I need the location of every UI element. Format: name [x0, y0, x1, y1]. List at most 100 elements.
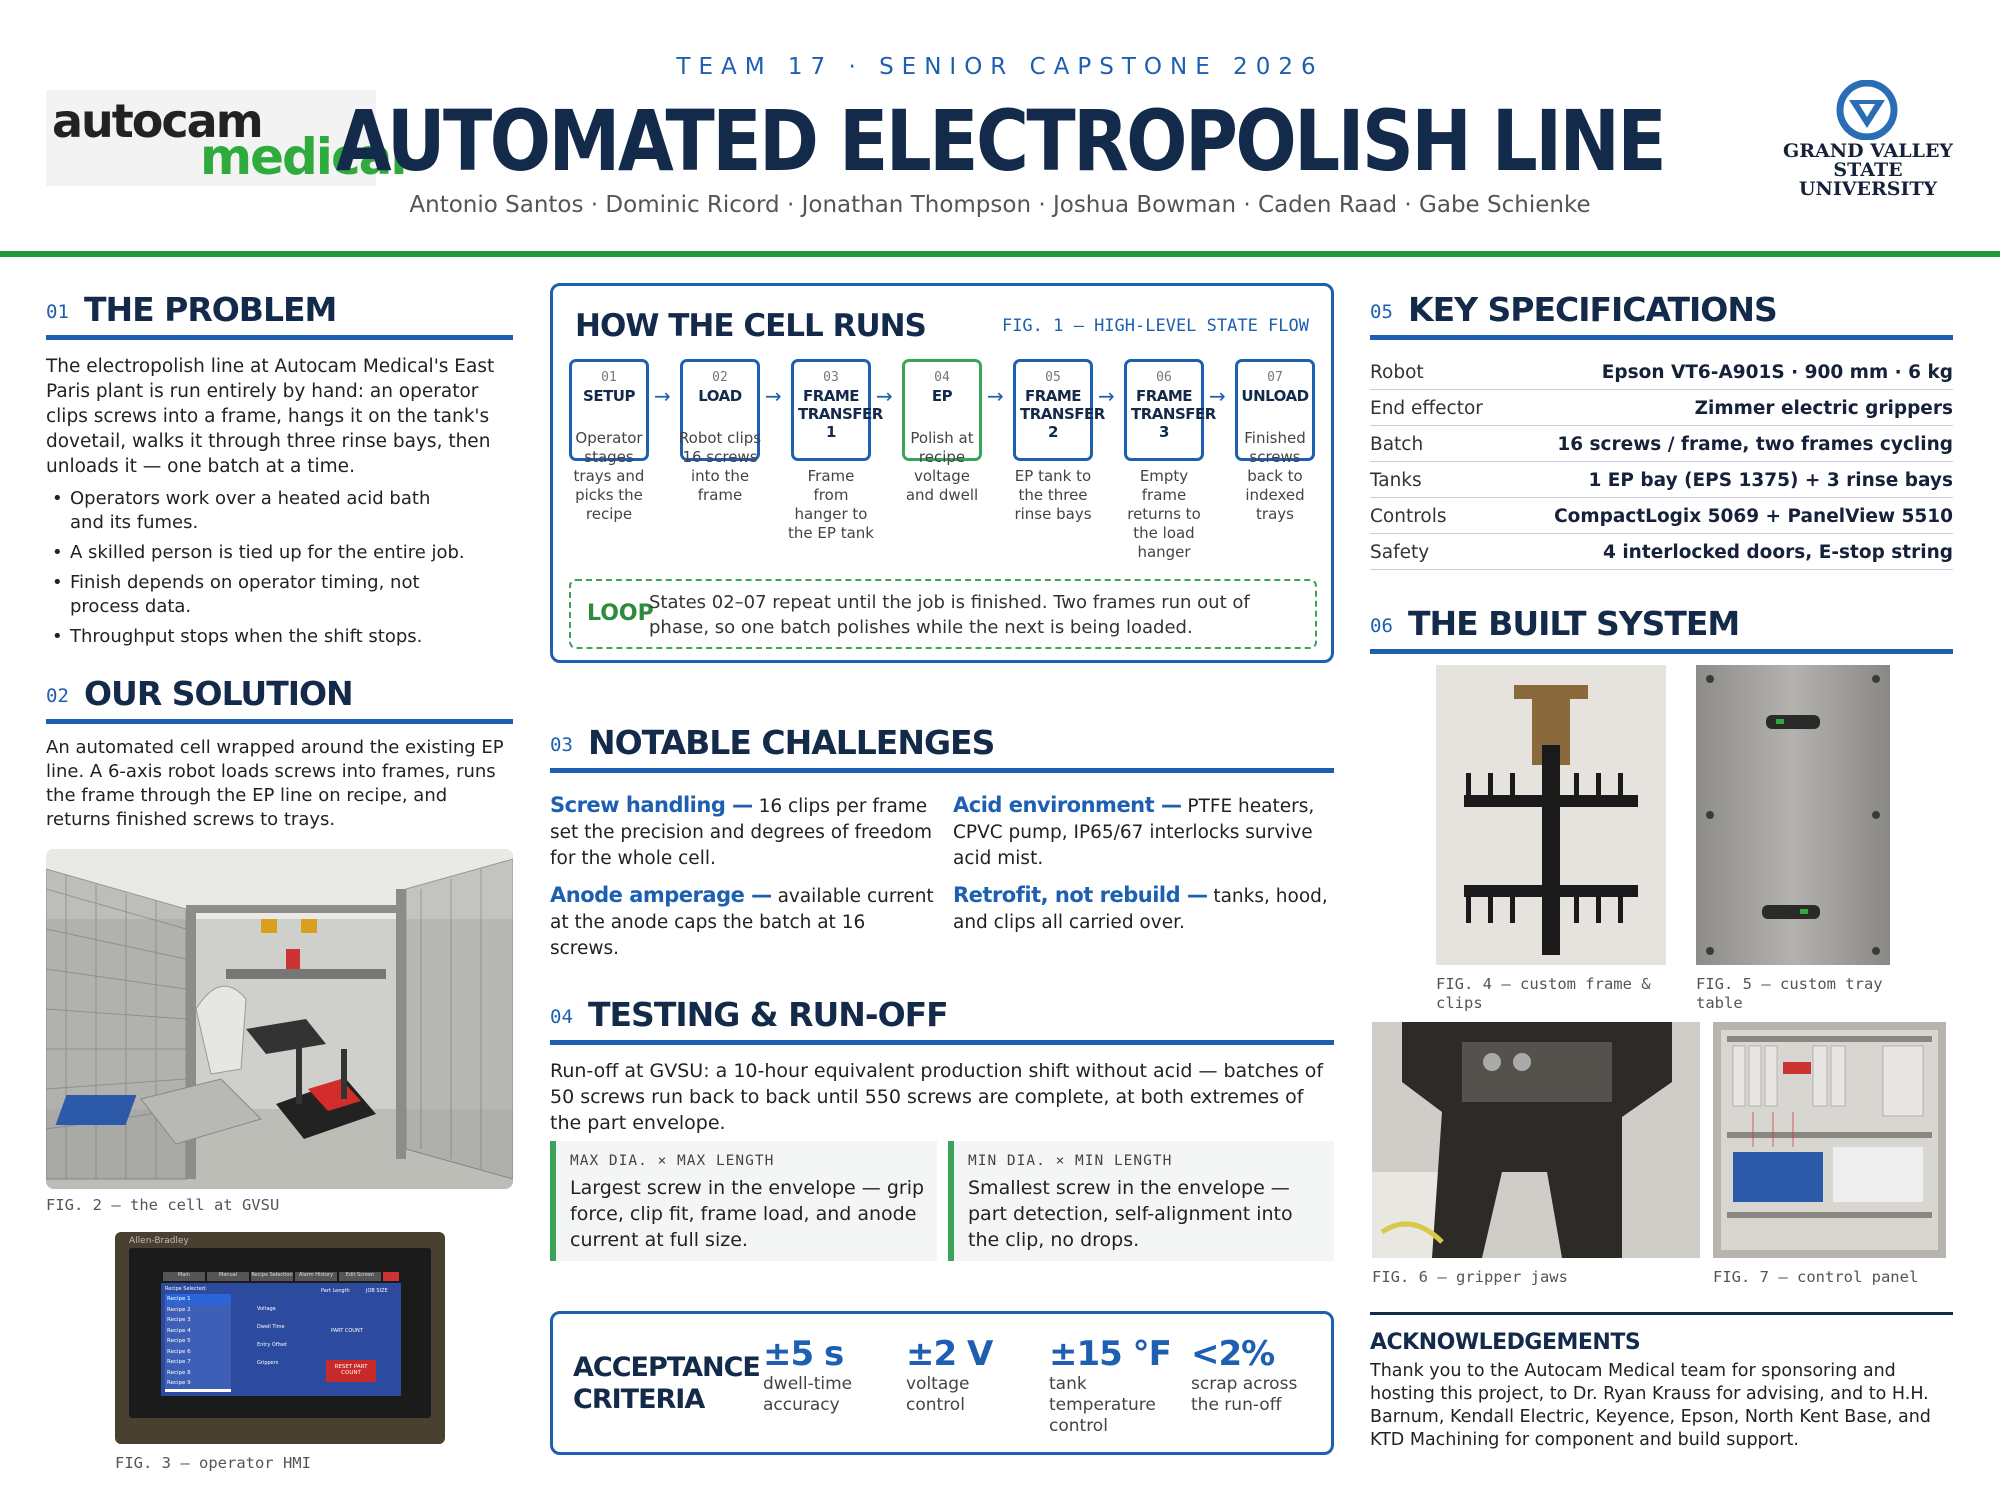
hmi-tab: Alarm History — [295, 1272, 337, 1281]
university-name: GRAND VALLEY STATE UNIVERSITY — [1783, 140, 1953, 200]
loop-note: LOOP States 02–07 repeat until the job i… — [569, 579, 1317, 649]
fig6-caption: FIG. 6 — gripper jaws — [1372, 1268, 1568, 1286]
problem-heading: 01 THE PROBLEM — [46, 280, 513, 340]
list-item: Recipe 1 — [165, 1294, 231, 1305]
ack-text: Thank you to the Autocam Medical team fo… — [1370, 1361, 1931, 1450]
poster-title: AUTOMATED ELECTROPOLISH LINE — [335, 92, 1667, 190]
built-heading: 06 THE BUILT SYSTEM — [1370, 594, 1953, 654]
tray-table-art — [1696, 665, 1890, 965]
testing-text: Run-off at GVSU: a 10-hour equivalent pr… — [550, 1060, 1324, 1134]
hmi-photo: Allen-Bradley Main Manual Recipe Selecti… — [115, 1232, 445, 1444]
testing-heading: 04 TESTING & RUN-OFF — [550, 985, 1334, 1045]
fig2-caption: FIG. 2 — the cell at GVSU — [46, 1196, 280, 1214]
specs-heading: 05 KEY SPECIFICATIONS — [1370, 280, 1953, 340]
hmi-tab: Edit Screen — [339, 1272, 381, 1281]
challenge-screw-handling: Screw handling — 16 clips per frame set … — [550, 793, 933, 869]
ack-title: ACKNOWLEDGEMENTS — [1370, 1330, 1641, 1355]
hmi-recipe-label: Recipe Selected: — [165, 1286, 207, 1292]
criterion-scrap: <2%scrap across the run-off — [1191, 1334, 1298, 1415]
list-item: Throughput stops when the shift stops. — [46, 625, 466, 649]
hmi-job-size: JOB SIZE — [366, 1288, 388, 1294]
hmi-reset-button: RESET PART COUNT — [326, 1360, 376, 1382]
hmi-recipe-list: Recipe 1 Recipe 2 Recipe 3 Recipe 4 Reci… — [165, 1294, 231, 1392]
ack-rule — [1370, 1312, 1953, 1315]
arrow-right-icon: → — [654, 384, 671, 408]
hmi-part-count: PART COUNT — [331, 1328, 363, 1334]
author-list: Antonio Santos · Dominic Ricord · Jonath… — [409, 192, 1591, 218]
challenges-heading: 03 NOTABLE CHALLENGES — [550, 713, 1334, 773]
solution-text: An automated cell wrapped around the exi… — [46, 737, 504, 830]
fig5-caption: FIG. 5 — custom tray table — [1696, 975, 1883, 1012]
hmi-tab: Recipe Selection — [251, 1272, 293, 1281]
sponsor-logo-text-1: autocam — [52, 94, 264, 148]
tray-table-photo — [1696, 665, 1890, 965]
university-logo: GRAND VALLEY STATE UNIVERSITY — [1770, 80, 1970, 199]
hmi-screen: Main Manual Recipe Selection Alarm Histo… — [161, 1270, 401, 1396]
list-item: Recipe 2 — [165, 1304, 231, 1315]
arrow-right-icon: → — [876, 384, 893, 408]
list-item: Recipe 3 — [165, 1315, 231, 1326]
state-desc: Robot clips 16 screws into the frame — [678, 429, 762, 504]
loop-label: LOOP — [587, 601, 654, 626]
frame-clips-photo — [1436, 665, 1666, 965]
control-panel-art — [1713, 1022, 1946, 1258]
arrow-right-icon: → — [987, 384, 1004, 408]
cell-photo-art — [46, 849, 513, 1189]
list-item: Finish depends on operator timing, not p… — [46, 571, 466, 619]
list-item: Recipe 4 — [165, 1325, 231, 1336]
arrow-right-icon: → — [765, 384, 782, 408]
state-desc: Frame from hanger to the EP tank — [788, 467, 874, 542]
arrow-right-icon: → — [1098, 384, 1115, 408]
challenge-acid-environment: Acid environment — PTFE heaters, CPVC pu… — [953, 793, 1315, 869]
gripper-jaws-art — [1372, 1022, 1700, 1258]
cell-photo — [46, 849, 513, 1189]
hmi-brand: Allen-Bradley — [129, 1236, 189, 1246]
gripper-jaws-photo — [1372, 1022, 1700, 1258]
list-item: Recipe 6 — [165, 1346, 231, 1357]
hmi-tab-bar: Main Manual Recipe Selection Alarm Histo… — [161, 1270, 401, 1283]
flow-figure-label: FIG. 1 — HIGH-LEVEL STATE FLOW — [1001, 316, 1309, 336]
frame-clips-art — [1436, 665, 1666, 965]
gv-mark-icon — [1836, 80, 1898, 140]
hmi-alarm-icon — [383, 1272, 399, 1281]
list-item: Recipe 7 — [165, 1357, 231, 1368]
state-desc: EP tank to the three rinse bays — [1014, 467, 1092, 523]
challenge-anode-amperage: Anode amperage — available current at th… — [550, 883, 934, 959]
sponsor-logo-text-2: medical — [200, 128, 407, 186]
acceptance-title: ACCEPTANCE CRITERIA — [573, 1352, 761, 1415]
list-item: Recipe 9 — [165, 1378, 231, 1389]
list-item: Recipe 8 — [165, 1367, 231, 1378]
hmi-tab: Main — [163, 1272, 205, 1281]
problem-text: The electropolish line at Autocam Medica… — [46, 356, 495, 477]
problem-bullets: Operators work over a heated acid bath a… — [46, 487, 466, 655]
hmi-part-length: Part Length — [321, 1288, 350, 1294]
arrow-right-icon: → — [1209, 384, 1226, 408]
fig4-caption: FIG. 4 — custom frame & clips — [1436, 975, 1651, 1012]
test-card-min: MIN DIA. × MIN LENGTH Smallest screw in … — [948, 1141, 1334, 1261]
state-desc: Empty frame returns to the load hanger — [1127, 467, 1201, 561]
team-kicker: TEAM 17 · SENIOR CAPSTONE 2026 — [676, 54, 1324, 80]
challenge-retrofit: Retrofit, not rebuild — tanks, hood, and… — [953, 883, 1328, 933]
list-item: A skilled person is tied up for the enti… — [46, 541, 466, 565]
control-panel-photo — [1713, 1022, 1946, 1258]
flow-title: HOW THE CELL RUNS — [575, 308, 927, 344]
state-desc: Finished screws back to indexed trays — [1244, 429, 1306, 523]
solution-heading: 02 OUR SOLUTION — [46, 664, 513, 724]
hmi-tab: Manual — [207, 1272, 249, 1281]
sponsor-logo: autocam medical — [46, 90, 407, 186]
